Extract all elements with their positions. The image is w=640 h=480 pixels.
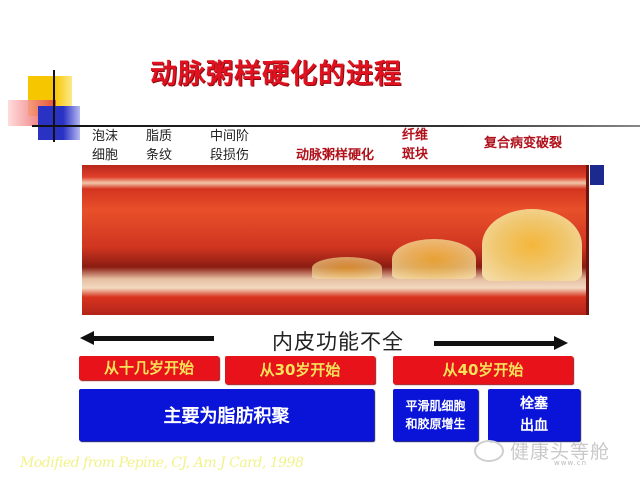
stage-line: 段损伤 bbox=[210, 148, 250, 163]
stage-label-foam-cells: 泡沫 细胞 bbox=[92, 127, 118, 165]
stage-label-fibrous-plaque: 纤维 斑块 bbox=[402, 126, 428, 164]
desc-box-embolism: 栓塞 出血 bbox=[488, 389, 580, 441]
age-box-30: 从30岁开始 bbox=[225, 356, 375, 384]
artery-segment bbox=[200, 165, 295, 315]
desc-line: 栓塞 bbox=[520, 396, 548, 412]
slide-title: 动脉粥样硬化的进程 bbox=[150, 59, 402, 90]
desc-line: 平滑肌细胞 bbox=[405, 399, 466, 413]
decor-blue-square bbox=[38, 106, 80, 140]
artery-segment bbox=[292, 165, 387, 315]
stage-label-atherosclerosis: 动脉粥样硬化 bbox=[296, 146, 374, 165]
arrow-right-line bbox=[434, 341, 556, 346]
stage-line: 细胞 bbox=[92, 148, 119, 163]
desc-line: 和胶原增生 bbox=[405, 417, 466, 431]
decor-blue-corner bbox=[590, 165, 604, 185]
desc-box-fat-accumulation: 主要为脂肪积聚 bbox=[79, 389, 374, 441]
watermark-sub: www.cn bbox=[554, 459, 588, 467]
watermark-text: 健康头等舱 bbox=[510, 441, 611, 463]
stage-label-fatty-streak: 脂质 条纹 bbox=[146, 127, 172, 165]
stage-line: 斑块 bbox=[402, 147, 429, 162]
stage-line: 泡沫 bbox=[92, 129, 119, 144]
stage-line: 纤维 bbox=[402, 128, 429, 143]
stage-label-complicated-lesion: 复合病变破裂 bbox=[484, 134, 562, 153]
arrow-left-line bbox=[92, 336, 214, 341]
wechat-icon bbox=[474, 439, 504, 462]
artery-segment bbox=[82, 165, 113, 315]
age-label: 从30岁开始 bbox=[259, 361, 341, 379]
arrow-left-icon bbox=[80, 331, 94, 345]
stage-line: 中间阶 bbox=[210, 129, 250, 144]
desc-line: 出血 bbox=[520, 418, 548, 434]
citation: Modified from Pepine, CJ, Am J Card, 199… bbox=[20, 455, 304, 471]
decor-vertical-line bbox=[53, 70, 55, 142]
stage-line: 脂质 bbox=[146, 129, 173, 144]
age-box-teens: 从十几岁开始 bbox=[79, 356, 219, 380]
artery-segment bbox=[110, 165, 203, 315]
stage-line: 条纹 bbox=[146, 148, 173, 163]
plaque-small bbox=[312, 257, 382, 279]
desc-line: 主要为脂肪积聚 bbox=[163, 406, 290, 427]
desc-box-smooth-muscle: 平滑肌细胞 和胶原增生 bbox=[393, 389, 478, 441]
age-label: 从40岁开始 bbox=[442, 361, 524, 379]
age-label: 从十几岁开始 bbox=[103, 359, 194, 377]
artery-illustration bbox=[82, 165, 602, 325]
endothelial-dysfunction-label: 内皮功能不全 bbox=[272, 330, 404, 354]
title-divider bbox=[32, 125, 640, 127]
stage-label-intermediate-lesion: 中间阶 段损伤 bbox=[210, 127, 249, 165]
watermark: 健康头等舱 www.cn bbox=[474, 437, 611, 467]
arrow-right-icon bbox=[554, 336, 568, 350]
plaque-large bbox=[482, 209, 582, 281]
stage-line: 动脉粥样硬化 bbox=[296, 148, 375, 163]
plaque-medium bbox=[392, 239, 476, 279]
age-box-40: 从40岁开始 bbox=[393, 356, 573, 384]
stage-line: 复合病变破裂 bbox=[484, 136, 563, 151]
